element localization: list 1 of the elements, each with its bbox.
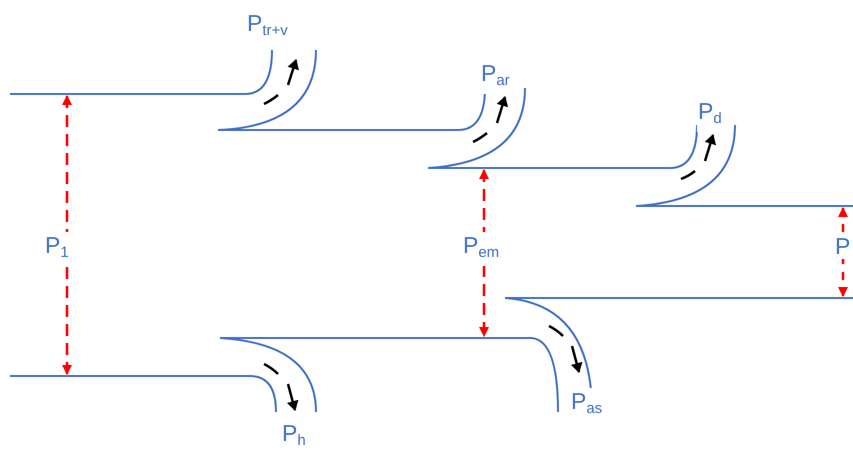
- power-label: P$_{em}$: [462, 232, 500, 266]
